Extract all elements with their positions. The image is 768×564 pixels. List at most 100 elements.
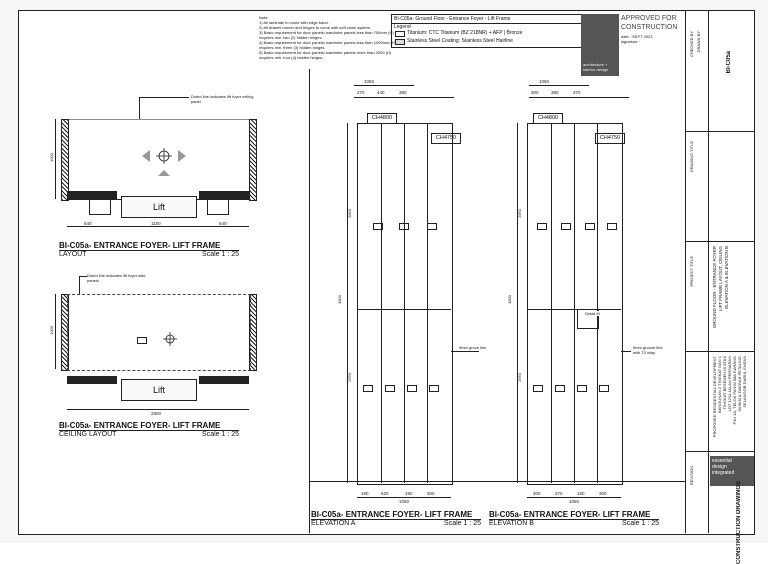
brand-line: design <box>712 464 727 470</box>
lift-label: Lift <box>121 196 197 218</box>
layout-plan: Doted line indicates lift foyer ceiling … <box>39 91 279 241</box>
lift-label: Lift <box>121 379 197 401</box>
firm-caption: architecture + interior design <box>583 62 609 72</box>
legend-label: Legend <box>394 24 411 30</box>
approval-stamp: APPROVED FOR CONSTRUCTION date : SEPT 20… <box>621 14 681 44</box>
notes-heading: Note: <box>259 15 269 20</box>
revision-label: REVISION <box>689 466 694 486</box>
ch-tag-right: CH4750 <box>595 133 625 144</box>
dim-label: 300 <box>531 90 539 95</box>
drawing-frame: Note: 1) All laminate to come with edge … <box>18 10 755 564</box>
dim-label: 440 <box>377 90 385 95</box>
ceiling-title: BI-C05a- ENTRANCE FOYER- LIFT FRAME <box>59 421 239 431</box>
note-item: 2) All drawer runner and hinges to come … <box>259 25 372 30</box>
drawing-title-line: GROUND FLOOR - ENTRANCE FOYER <box>712 246 717 329</box>
elev-a-title: BI-C05a- ENTRANCE FOYER- LIFT FRAME <box>311 510 481 520</box>
ceiling-callout: Doted line indicates lift foyer side pan… <box>87 273 146 283</box>
layout-scale: Scale 1 : 25 <box>202 251 239 258</box>
layout-callout: Doted line indicates lift foyer ceiling … <box>191 94 254 104</box>
title-block: DRAWING TITLE GROUND FLOOR - ENTRANCE FO… <box>685 11 754 564</box>
dim-label: 380 <box>551 90 559 95</box>
elev-b-title: BI-C05a- ENTRANCE FOYER- LIFT FRAME <box>489 510 659 520</box>
dim-label: 380 <box>399 90 407 95</box>
ch-tag-right: CH4750 <box>431 133 461 144</box>
detail-tag: Detail M <box>585 311 605 316</box>
drawn-by-label: DRAWN BY <box>696 31 701 53</box>
elev-a-scale: Scale 1 : 25 <box>444 520 481 527</box>
brand-logo: essential design integrated <box>710 456 754 486</box>
dim-label: 150 <box>577 491 585 496</box>
brand-line: essential <box>712 458 732 464</box>
groove-note: 5mm groove line with T3 inlay <box>633 345 663 355</box>
note-item: 4) Basic requirement for door panels/ wa… <box>259 40 396 50</box>
groove-note: 5mm grove line <box>459 345 487 350</box>
dim-label: 2650 <box>347 373 352 382</box>
elevation-b: 1050 300 380 370 CH4800 CH4750 Detail M … <box>489 73 669 504</box>
elev-a-caption: BI-C05a- ENTRANCE FOYER- LIFT FRAME ELEV… <box>311 510 481 527</box>
detail-box <box>577 309 599 329</box>
dim-label: 1050 <box>364 79 375 84</box>
dim-label: 270 <box>357 90 365 95</box>
note-item: 5) Basic requirement for door panels/ wa… <box>259 50 392 60</box>
elev-b-subtitle: ELEVATION B <box>489 520 534 527</box>
checked-by-label: CHECKED BY <box>689 31 694 58</box>
wall-right <box>249 119 257 201</box>
swatch-stainless <box>395 39 405 45</box>
swatch-titanium <box>395 31 405 37</box>
approval-status: APPROVED FOR CONSTRUCTION <box>621 15 678 31</box>
elev-b-scale: Scale 1 : 25 <box>622 520 659 527</box>
dim-label: 300 <box>599 491 607 496</box>
dim-label: 4800 <box>507 295 512 304</box>
dim-label: 2850 <box>517 209 522 218</box>
legend-item: Stainless Steel Coating: Stainless Steel… <box>407 38 513 44</box>
crosshair-symbol <box>142 148 186 176</box>
dim-label: 1050 <box>539 79 550 84</box>
elevation-a: 1050 270 440 380 CH4800 CH4750 5mm grove… <box>319 73 489 504</box>
approval-date: date : SEPT 2023 <box>621 34 653 39</box>
drawing-sheet: Note: 1) All laminate to come with edge … <box>18 10 755 564</box>
dim-label: 180 <box>361 491 369 496</box>
firm-logo-block: architecture + interior design <box>581 14 619 76</box>
drawing-type: CONSTRUCTION DRAWINGS <box>736 481 742 564</box>
layout-title: BI-C05a- ENTRANCE FOYER- LIFT FRAME <box>59 241 239 251</box>
crosshair-symbol <box>163 332 177 346</box>
jamb-right <box>199 191 249 199</box>
ceiling-plan: Doted line indicates lift foyer side pan… <box>39 269 279 419</box>
dim-label: 1100 <box>151 221 161 226</box>
project-line: SELANGOR DARUL EHSAN <box>742 356 747 408</box>
note-item: 1) All laminate to come with edge band. <box>259 20 329 25</box>
ceiling-subtitle: CEILING LAYOUT <box>59 431 117 438</box>
wall-left <box>61 119 69 201</box>
dim-label: 300 <box>533 491 541 496</box>
legend-box: BI-C05a- Ground Floor - Entrance Foyer -… <box>391 14 583 48</box>
dim-label: 370 <box>555 491 563 496</box>
dim-label: 2800 <box>151 411 162 416</box>
elev-a-subtitle: ELEVATION A <box>311 520 356 527</box>
legend-sheet-title: BI-C05a- Ground Floor - Entrance Foyer -… <box>394 16 511 22</box>
elevation-panel <box>357 123 453 485</box>
dim-label: 520 <box>381 491 389 496</box>
dim-label: 300 <box>427 491 435 496</box>
layout-caption: BI-C05a- ENTRANCE FOYER- LIFT FRAME LAYO… <box>59 241 239 258</box>
dim-label: 2850 <box>347 209 352 218</box>
elevation-panel <box>527 123 623 485</box>
dim-label: 2650 <box>517 373 522 382</box>
dim-label: 1050 <box>399 499 410 504</box>
dim-label: 640 <box>84 221 92 226</box>
legend-item: Titanium: CTC Titanium (BZ 218NR) + AFP … <box>407 30 523 36</box>
drawing-title-label: DRAWING TITLE <box>689 141 694 173</box>
dim-label: 640 <box>219 221 227 226</box>
notes-block: Note: 1) All laminate to come with edge … <box>259 15 399 60</box>
dim-label: 1000 <box>49 326 54 335</box>
brand-line: integrated <box>712 470 735 476</box>
dim-label: 1000 <box>49 153 54 162</box>
ceiling-scale: Scale 1 : 25 <box>202 431 239 438</box>
project-title-label: PROJECT TITLE <box>689 256 694 287</box>
ceiling-caption: BI-C05a- ENTRANCE FOYER- LIFT FRAME CEIL… <box>59 421 239 438</box>
dim-label: 150 <box>405 491 413 496</box>
jamb-left <box>67 191 117 199</box>
dim-label: 4800 <box>337 295 342 304</box>
dim-label: 1050 <box>569 499 580 504</box>
layout-subtitle: LAYOUT <box>59 251 87 258</box>
sheet-number: BI-C05a <box>726 51 732 74</box>
